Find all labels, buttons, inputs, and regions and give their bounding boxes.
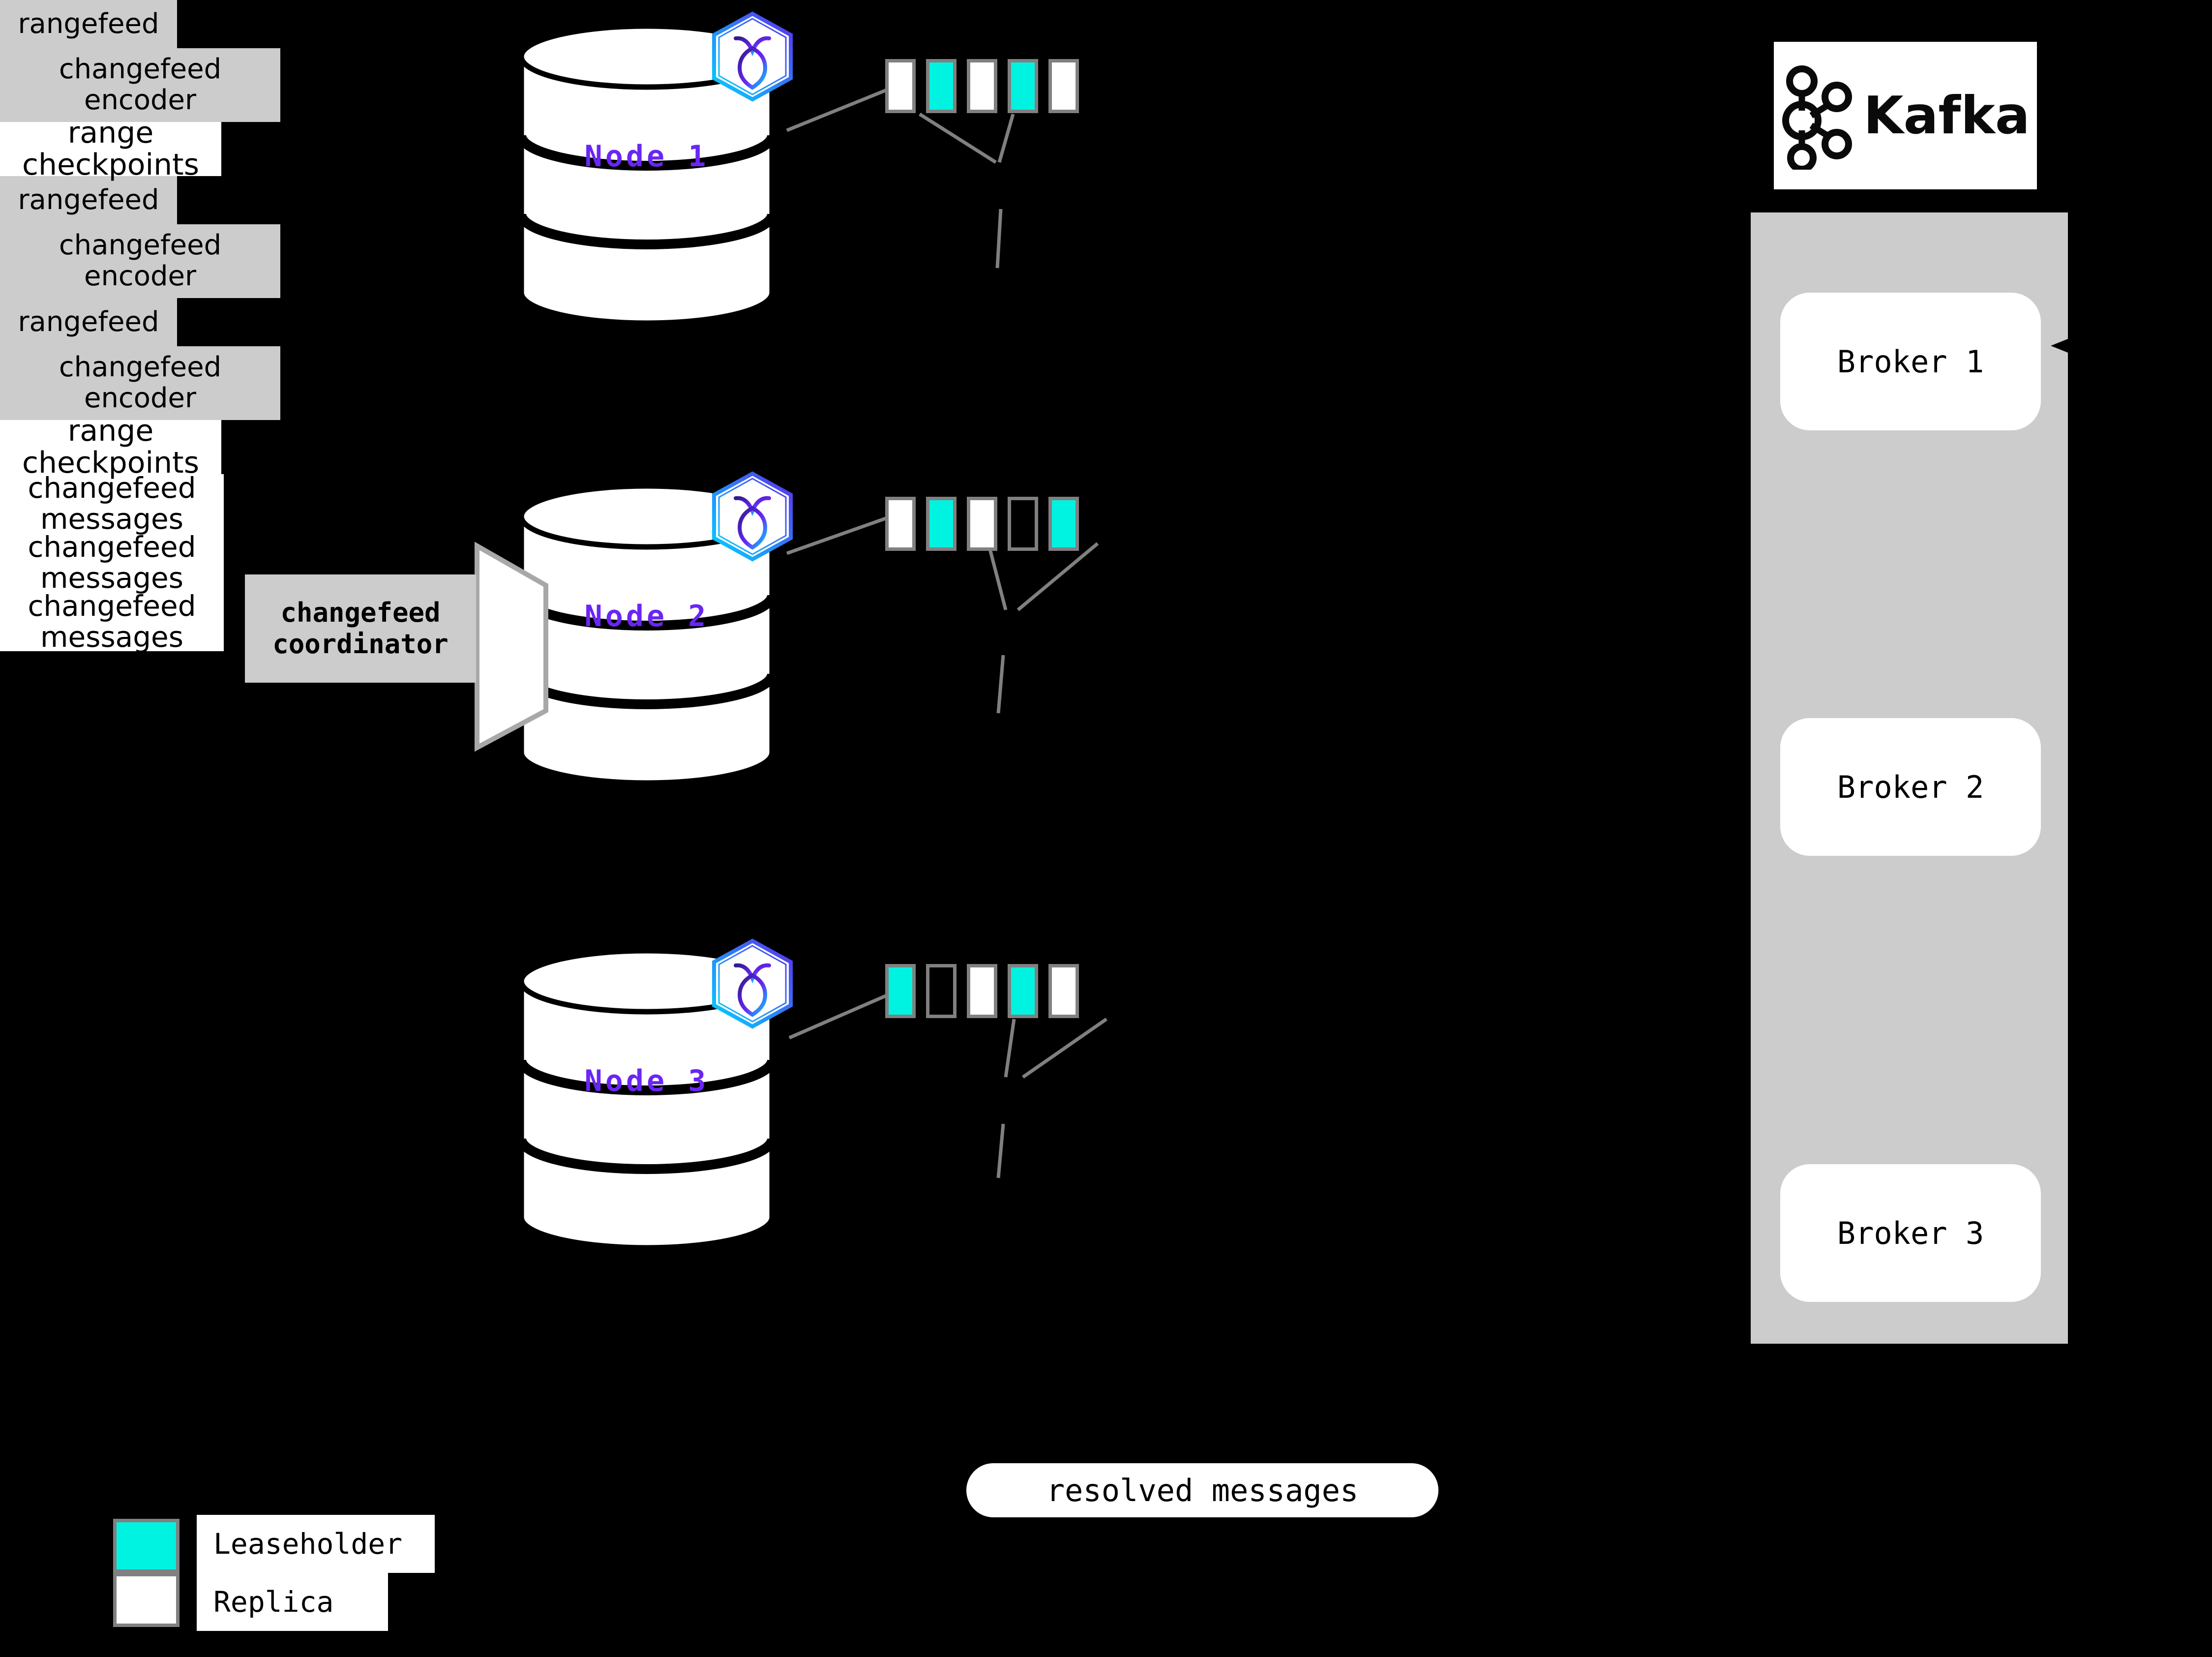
kafka-logo-box: Kafka xyxy=(1774,42,2037,189)
changefeed-messages-line2: messages xyxy=(40,561,183,595)
resolved-messages-label: resolved messages xyxy=(1046,1472,1359,1508)
node-3-encoder-box: changefeed encoder xyxy=(0,346,280,420)
node-2-encoder-box: changefeed encoder xyxy=(0,224,280,298)
kafka-logo-icon xyxy=(1782,65,1853,170)
changefeed-messages-label-2: changefeed messages xyxy=(0,530,224,595)
changefeed-messages-line2: messages xyxy=(40,502,183,536)
broker-1-label: Broker 1 xyxy=(1837,343,1984,380)
broker-1-box[interactable]: Broker 1 xyxy=(1780,293,2041,430)
node-1-cylinder: Node 1 xyxy=(516,27,777,322)
node-3-encoder-line2: encoder xyxy=(84,382,197,414)
cockroachdb-hexagon-icon xyxy=(708,937,797,1030)
broker-2-box[interactable]: Broker 2 xyxy=(1780,718,2041,856)
node-3-rangefeed-label: rangefeed xyxy=(18,305,159,338)
coordinator-callout-arrow xyxy=(475,542,548,752)
node-3-range-checkpoints-label: range checkpoints xyxy=(0,415,221,479)
changefeed-messages-label-3: changefeed messages xyxy=(0,589,224,654)
node-1-ranges xyxy=(885,59,1089,113)
node-2-label: Node 2 xyxy=(584,599,709,633)
changefeed-messages-label-1: changefeed messages xyxy=(0,471,224,536)
legend-label-leaseholder: Leaseholder xyxy=(197,1515,435,1573)
broker-1-inbound-arrow-icon xyxy=(2051,332,2085,360)
node-1-range-checkpoints-label: range checkpoints xyxy=(0,117,221,181)
node-1-label: Node 1 xyxy=(584,139,709,174)
changefeed-messages-line1: changefeed xyxy=(28,589,196,623)
range-box[interactable] xyxy=(885,964,916,1018)
legend-swatch-leaseholder xyxy=(113,1519,179,1573)
kafka-wordmark: Kafka xyxy=(1863,86,2030,146)
cockroachdb-hexagon-icon xyxy=(708,10,797,103)
range-box[interactable] xyxy=(967,497,997,551)
range-box[interactable] xyxy=(1048,964,1079,1018)
range-box[interactable] xyxy=(1008,497,1038,551)
range-checkpoints-line2: checkpoints xyxy=(22,446,199,480)
resolved-messages-pill: resolved messages xyxy=(966,1463,1438,1517)
range-box[interactable] xyxy=(926,964,957,1018)
node-2-cylinder: Node 2 xyxy=(516,487,777,782)
range-checkpoints-line1: range xyxy=(67,414,154,449)
coordinator-line1: changefeed xyxy=(280,597,441,629)
node-3-encoder-line1: changefeed xyxy=(59,351,222,384)
broker-3-box[interactable]: Broker 3 xyxy=(1780,1164,2041,1302)
changefeed-messages-line1: changefeed xyxy=(28,530,196,564)
range-box[interactable] xyxy=(1048,497,1079,551)
range-box[interactable] xyxy=(885,59,916,113)
node-2-rangefeed-label: rangefeed xyxy=(18,183,159,216)
range-box[interactable] xyxy=(967,59,997,113)
node-1-encoder-line2: encoder xyxy=(84,84,197,116)
node-3-rangefeed-box: rangefeed xyxy=(0,298,177,346)
range-box[interactable] xyxy=(1008,59,1038,113)
range-box[interactable] xyxy=(1048,59,1079,113)
broker-3-label: Broker 3 xyxy=(1837,1215,1984,1251)
node-3-cylinder: Node 3 xyxy=(516,952,777,1247)
changefeed-coordinator-box: changefeed coordinator xyxy=(245,574,476,683)
changefeed-messages-line2: messages xyxy=(40,620,183,654)
node-3-label: Node 3 xyxy=(584,1064,709,1098)
range-box[interactable] xyxy=(885,497,916,551)
node-2-ranges xyxy=(885,497,1089,551)
range-box[interactable] xyxy=(926,497,957,551)
cockroachdb-hexagon-icon xyxy=(708,470,797,563)
range-box[interactable] xyxy=(967,964,997,1018)
node-2-rangefeed-box: rangefeed xyxy=(0,176,177,224)
node-1-encoder-line1: changefeed xyxy=(59,53,222,86)
legend-label-replica: Replica xyxy=(197,1573,388,1631)
range-checkpoints-line2: checkpoints xyxy=(22,148,199,182)
changefeed-messages-line1: changefeed xyxy=(28,471,196,505)
legend: Leaseholder Replica xyxy=(113,1515,435,1633)
node-1-rangefeed-box: rangefeed xyxy=(0,0,177,48)
broker-2-label: Broker 2 xyxy=(1837,769,1984,805)
node-1-rangefeed-label: rangefeed xyxy=(18,7,159,40)
legend-swatch-replica xyxy=(113,1573,179,1627)
coordinator-line2: coordinator xyxy=(272,629,448,660)
range-box[interactable] xyxy=(1008,964,1038,1018)
range-box[interactable] xyxy=(926,59,957,113)
node-2-encoder-line2: encoder xyxy=(84,260,197,292)
node-1-encoder-box: changefeed encoder xyxy=(0,48,280,122)
range-checkpoints-line1: range xyxy=(67,116,154,151)
node-3-ranges xyxy=(885,964,1089,1018)
node-2-encoder-line1: changefeed xyxy=(59,229,222,262)
